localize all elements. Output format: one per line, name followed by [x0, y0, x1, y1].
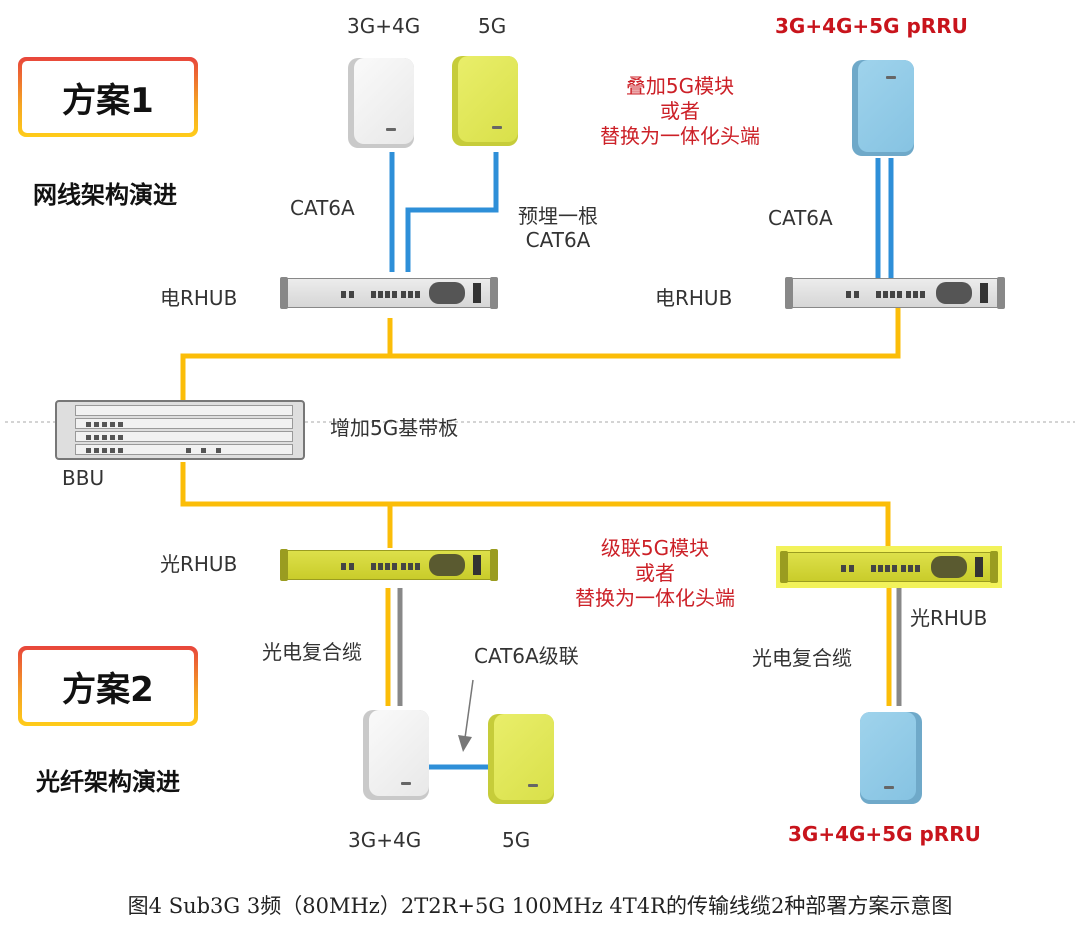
plan2-badge: 方案2	[18, 646, 198, 726]
plan2-label-integrated-prru: 3G+4G+5G pRRU	[788, 822, 981, 846]
plan2-title: 方案2	[22, 650, 194, 722]
plan2-rhub-right-label: 光RHUB	[910, 606, 988, 630]
plan1-label-5g: 5G	[478, 14, 507, 38]
plan2-subtitle: 光纤架构演进	[36, 768, 180, 796]
plan2-note-line1: 级联5G模块	[600, 536, 710, 560]
plan2-note-line2: 或者	[635, 561, 675, 585]
plan2-cable-label-left: 光电复合缆	[262, 640, 362, 664]
plan1-rhub-left-label: 电RHUB	[160, 286, 238, 310]
plan1-title: 方案1	[22, 61, 194, 133]
prru-3g4g-plan1	[348, 58, 414, 148]
prru-3g4g-plan2	[363, 710, 429, 800]
prru-5g-plan1	[452, 56, 518, 146]
fiber-bbu-to-rhub-plan1	[180, 318, 393, 400]
fiber-rhub-to-rhub-plan1	[390, 308, 901, 359]
plan1-note: 叠加5G模块 或者 替换为一体化头端	[560, 74, 800, 149]
plan1-note-line2: 或者	[660, 99, 700, 123]
plan1-cable-label-right: CAT6A	[768, 206, 833, 230]
plan2-cable-label-cascade: CAT6A级联	[474, 644, 579, 668]
optical-rhub-plan2-left	[280, 549, 498, 581]
electric-rhub-plan1-right	[785, 277, 1005, 309]
plan1-label-3g4g: 3G+4G	[347, 14, 421, 38]
plan2-rhub-left-label: 光RHUB	[160, 552, 238, 576]
plan2-note: 级联5G模块 或者 替换为一体化头端	[530, 536, 780, 611]
prru-integrated-plan1	[852, 60, 914, 156]
figure-caption: 图4 Sub3G 3频（80MHz）2T2R+5G 100MHz 4T4R的传输…	[127, 894, 953, 918]
plan2-cable-label-right: 光电复合缆	[752, 646, 852, 670]
plan1-subtitle: 网线架构演进	[33, 181, 177, 209]
electric-rhub-plan1-left	[280, 277, 498, 309]
plan1-cable-label-left: CAT6A	[290, 196, 355, 220]
plan1-note-line3: 替换为一体化头端	[600, 124, 760, 148]
fiber-bbu-to-rhub-plan2	[180, 462, 393, 548]
plan2-label-3g4g: 3G+4G	[348, 828, 422, 852]
plan1-cable-label-preburied-line2: CAT6A	[525, 228, 591, 252]
optical-rhub-plan2-right	[780, 551, 998, 583]
plan1-cable-label-preburied: 预埋一根 CAT6A	[508, 204, 608, 252]
plan1-label-integrated-prru: 3G+4G+5G pRRU	[775, 14, 968, 38]
plan2-note-line3: 替换为一体化头端	[575, 586, 735, 610]
bbu-note: 增加5G基带板	[330, 416, 459, 440]
cat6a-cable-plan1-left	[389, 152, 499, 272]
bbu-label: BBU	[62, 466, 105, 490]
plan1-rhub-right-label: 电RHUB	[655, 286, 733, 310]
plan1-note-line1: 叠加5G模块	[625, 74, 735, 98]
prru-integrated-plan2	[860, 712, 922, 804]
fiber-rhub-to-rhub-plan2	[390, 501, 891, 560]
plan1-cable-label-preburied-line1: 预埋一根	[518, 204, 598, 228]
cat6a-cable-plan1-right	[875, 158, 894, 278]
plan1-badge: 方案1	[18, 57, 198, 137]
prru-5g-plan2	[488, 714, 554, 804]
cascade-arrow-icon	[458, 679, 474, 752]
bbu-device	[55, 400, 305, 460]
plan2-label-5g: 5G	[502, 828, 531, 852]
